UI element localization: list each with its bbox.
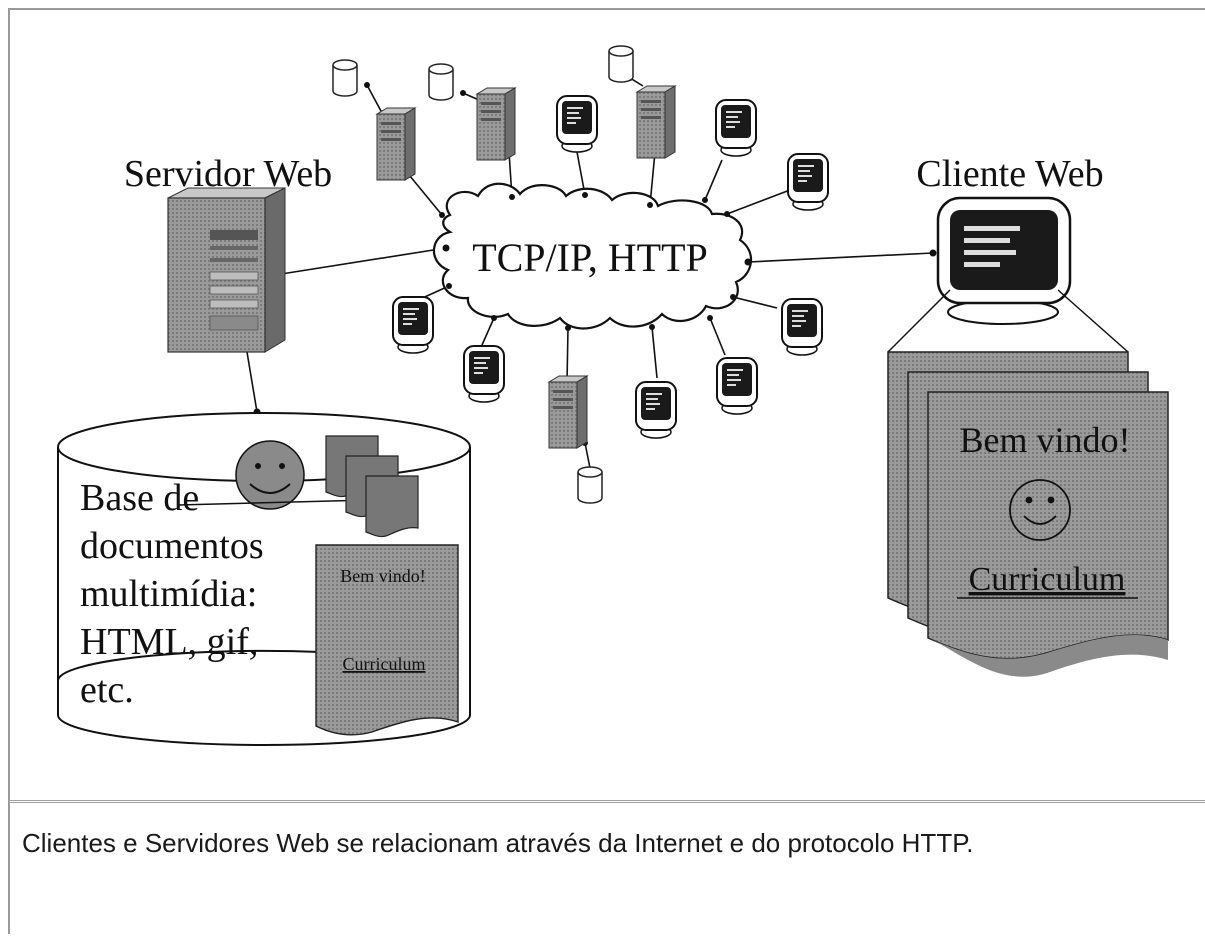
server-tower-icon xyxy=(476,87,516,161)
database-label-line: etc. xyxy=(80,669,134,711)
monitor-icon xyxy=(463,345,505,403)
server-tower-icon xyxy=(548,375,588,449)
client-monitor-icon xyxy=(936,196,1072,325)
client-label: Cliente Web xyxy=(916,153,1103,195)
database-label-line: multimídia: xyxy=(80,573,257,615)
database-icon xyxy=(332,59,358,97)
monitor-icon xyxy=(556,95,598,153)
database-label-line: Base de xyxy=(80,477,199,519)
figure-frame xyxy=(8,8,1205,934)
smiley-icon xyxy=(1009,479,1071,541)
monitor-icon xyxy=(716,357,758,415)
large-doc-link: Curriculum xyxy=(969,561,1126,598)
database-icon xyxy=(577,466,603,504)
server-tower-icon xyxy=(376,107,416,181)
database-label-line: HTML, gif, xyxy=(80,621,258,663)
caption-divider xyxy=(8,800,1205,803)
document-stack-icon xyxy=(325,435,419,538)
monitor-icon xyxy=(781,298,823,356)
database-label-line: documentos xyxy=(80,525,264,567)
internet-cloud-icon xyxy=(432,182,752,330)
smiley-icon xyxy=(235,440,305,510)
server-tower-icon xyxy=(636,85,676,159)
small-document-icon xyxy=(315,544,459,736)
database-icon xyxy=(428,63,454,101)
zoom-lines xyxy=(887,289,1129,353)
monitor-icon xyxy=(635,381,677,439)
large-doc-welcome: Bem vindo! xyxy=(960,420,1131,460)
network-label: TCP/IP, HTTP xyxy=(472,235,708,280)
small-doc-link: Curriculum xyxy=(343,654,426,674)
client-server-diagram: TCP/IP, HTTP xyxy=(57,45,1169,746)
document-stack-large xyxy=(887,351,1169,677)
web-server-icon xyxy=(167,187,286,353)
server-label: Servidor Web xyxy=(124,153,332,195)
monitor-icon xyxy=(715,99,757,157)
database-label: Base de documentos multimídia: HTML, gif… xyxy=(80,477,264,711)
small-doc-welcome: Bem vindo! xyxy=(340,566,426,586)
monitor-icon xyxy=(392,296,434,354)
database-icon xyxy=(608,45,634,83)
monitor-icon xyxy=(787,153,829,211)
figure-caption: Clientes e Servidores Web se relacionam … xyxy=(22,828,974,858)
network-links xyxy=(246,77,934,469)
